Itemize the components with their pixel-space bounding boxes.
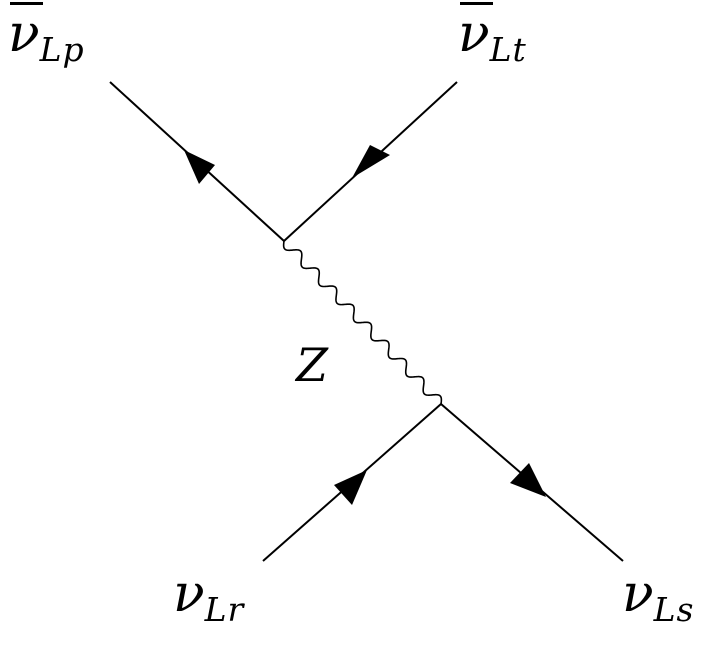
label-top-left-subscript: Lp	[39, 30, 85, 69]
label-top-right-symbol: ν	[458, 4, 490, 64]
label-top-left: νLp	[8, 2, 85, 66]
overline-top-left	[10, 2, 43, 5]
overline-top-right	[460, 2, 493, 5]
label-top-right-subscript: Lt	[489, 30, 527, 69]
label-bottom-left-subscript: Lr	[204, 590, 245, 629]
arrow-top-left	[184, 150, 215, 184]
label-bottom-right-subscript: Ls	[653, 590, 695, 629]
label-bottom-left-symbol: ν	[173, 564, 205, 624]
label-top-left-symbol: ν	[8, 4, 40, 64]
arrow-bottom-right	[510, 463, 546, 497]
label-bottom-right-symbol: ν	[622, 564, 654, 624]
z-boson-propagator	[282, 240, 443, 405]
label-top-right: νLt	[458, 2, 527, 66]
label-bottom-left: νLr	[173, 568, 244, 626]
label-bottom-right: νLs	[622, 568, 694, 626]
arrow-top-right	[352, 145, 390, 178]
arrow-bottom-left	[334, 470, 367, 505]
label-z-boson: Z	[296, 338, 328, 392]
